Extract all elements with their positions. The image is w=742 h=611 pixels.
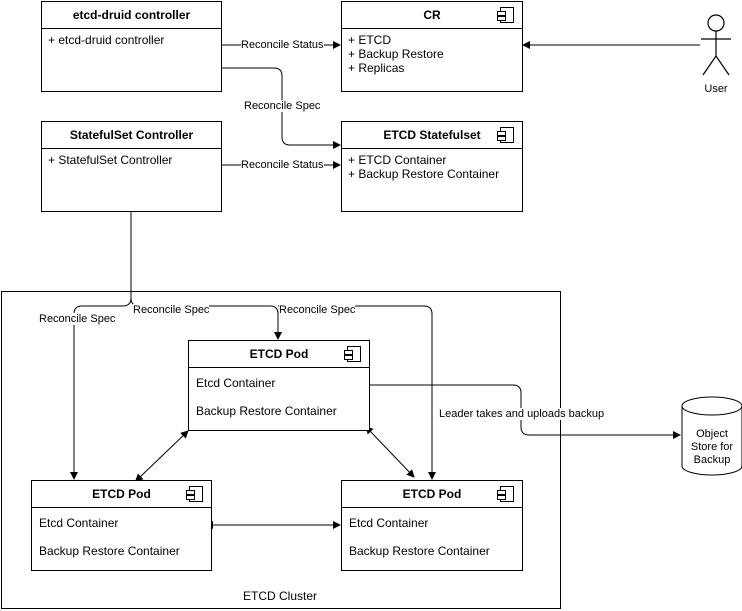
cr-title: CR [423,8,441,22]
component-icon [497,127,514,143]
statefulset-controller-box: StatefulSet Controller + StatefulSet Con… [41,121,222,212]
pod-backup-restore-container: Backup Restore Container [196,404,337,418]
cr-item-etcd: + ETCD [348,33,392,47]
component-icon [497,7,514,23]
edge-label-reconcile-spec: Reconcile Spec [133,304,210,316]
cr-box: CR + ETCD + Backup Restore + Replicas [341,1,523,92]
user-label: User [704,83,728,95]
etcd-druid-controller-body: + etcd-druid controller [42,29,221,51]
edge-sts-to-pod-mid [130,297,282,340]
edge-pod-mid-left [134,430,189,482]
pod-backup-restore-container: Backup Restore Container [349,544,490,558]
pod-etcd-container: Etcd Container [196,376,276,390]
edge-label-reconcile-status: Reconcile Status [241,39,324,51]
component-icon [344,346,361,362]
etcd-pod-left: ETCD Pod Etcd Container Backup Restore C… [31,480,212,571]
pod-title: ETCD Pod [402,487,462,501]
edge-label-reconcile-status: Reconcile Status [241,159,324,171]
object-store-label: Object Store for Backup [690,428,734,466]
etcd-druid-controller-box: etcd-druid controller + etcd-druid contr… [41,1,222,92]
etcd-pod-right: ETCD Pod Etcd Container Backup Restore C… [341,480,523,571]
pod-etcd-container: Etcd Container [349,516,429,530]
pod-title: ETCD Pod [92,487,151,501]
component-icon [497,486,514,502]
edge-pod-mid-right [365,425,415,478]
pod-title: ETCD Pod [249,347,309,361]
statefulset-controller-item: + StatefulSet Controller [48,153,173,167]
statefulset-controller-body: + StatefulSet Controller [42,149,221,171]
edge-label-reconcile-spec: Reconcile Spec [279,304,356,316]
user-icon [701,14,731,76]
edge-sts-to-pod-left [70,211,132,480]
etcd-cluster-label: ETCD Cluster [242,589,317,603]
object-store-icon [681,396,742,476]
etcd-statefulset-body: + ETCD Container + Backup Restore Contai… [342,149,522,185]
edge-sts-to-pod-right [278,305,436,480]
edge-label-backup: Leader takes and uploads backup [439,408,605,420]
etcd-statefulset-box: ETCD Statefulset + ETCD Container + Back… [341,121,523,212]
sts-item-backup-restore-container: + Backup Restore Container [348,167,500,181]
cr-item-replicas: + Replicas [348,61,405,75]
etcd-statefulset-title: ETCD Statefulset [383,128,481,142]
edge-label-reconcile-spec: Reconcile Spec [39,313,116,325]
statefulset-controller-title: StatefulSet Controller [42,122,221,149]
etcd-pod-top: ETCD Pod Etcd Container Backup Restore C… [188,340,370,431]
cr-item-backup-restore: + Backup Restore [348,47,444,61]
pod-backup-restore-container: Backup Restore Container [39,544,180,558]
etcd-druid-controller-item: + etcd-druid controller [48,33,165,47]
sts-item-etcd-container: + ETCD Container [348,153,447,167]
etcd-druid-controller-title: etcd-druid controller [42,2,221,29]
etcd-cluster-boundary [1,291,561,609]
component-icon [186,486,203,502]
pod-etcd-container: Etcd Container [39,516,119,530]
cr-body: + ETCD + Backup Restore + Replicas [342,29,522,79]
edge-label-reconcile-spec: Reconcile Spec [244,100,321,112]
